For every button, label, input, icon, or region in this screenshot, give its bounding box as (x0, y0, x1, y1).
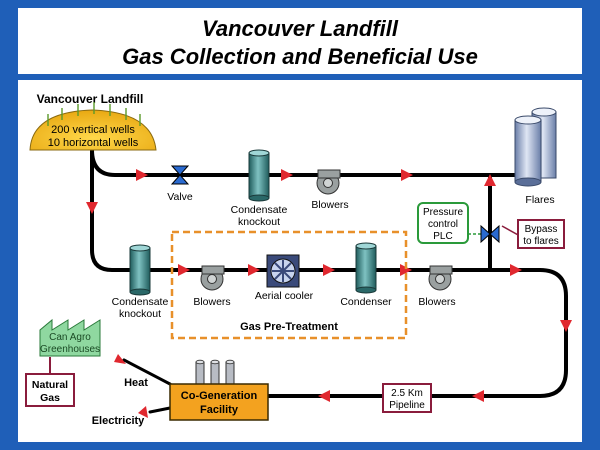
flow-arrow (281, 169, 293, 181)
electricity-label: Electricity (92, 415, 145, 427)
landfill-vertical-wells: 200 vertical wells (51, 124, 135, 136)
natural-gas-label-2: Gas (40, 392, 60, 404)
flow-arrows (86, 169, 572, 418)
condensate-knockout-label-bottom-1: Condensate (112, 296, 169, 308)
gas-pretreatment-box (170, 230, 408, 340)
heat-label: Heat (124, 377, 148, 389)
pressure-control-label-1: Pressure (423, 207, 463, 218)
blower-icon-after (428, 265, 453, 291)
pipeline-label-1: 2.5 Km (391, 388, 423, 399)
title-banner: Vancouver Landfill Gas Collection and Be… (18, 8, 582, 74)
gas-pretreatment-label: Gas Pre-Treatment (240, 321, 338, 333)
pipe-heat (122, 358, 172, 386)
blower-icon-pretreatment (200, 265, 225, 291)
valve-icon (170, 165, 190, 185)
flow-arrow (484, 174, 496, 186)
flow-arrow (138, 406, 148, 418)
flow-arrow (510, 264, 522, 276)
pipeline-box (382, 383, 432, 413)
pipe-landfill-trunk (90, 138, 492, 272)
aerial-cooler-icon (266, 254, 300, 288)
natural-gas-box (25, 373, 75, 407)
flow-arrow (401, 169, 413, 181)
pipe-electricity (148, 406, 172, 414)
flow-arrow (248, 264, 260, 276)
blowers-label-top: Blowers (311, 199, 348, 211)
flow-arrow (136, 169, 148, 181)
flow-arrow (323, 264, 335, 276)
pipe-network (90, 138, 568, 414)
condensate-knockout-tank-top (248, 149, 270, 202)
flow-arrow (472, 390, 484, 402)
condenser-label: Condenser (340, 296, 392, 308)
flow-arrow (178, 264, 190, 276)
condenser-tank (355, 242, 377, 294)
pressure-control-box (417, 202, 469, 244)
cogeneration-box (169, 383, 269, 421)
pressure-control-label-3: PLC (433, 231, 452, 242)
flow-arrow (114, 354, 126, 364)
valve-label: Valve (167, 191, 193, 203)
bypass-valve-icon (480, 224, 500, 244)
condensate-knockout-tank-bottom (129, 244, 151, 296)
greenhouse-icon (39, 318, 101, 357)
flow-arrow (400, 264, 412, 276)
blowers-label-pretreatment: Blowers (193, 296, 230, 308)
pipe-to-pipeline (266, 268, 568, 398)
natural-gas-label-1: Natural (32, 379, 68, 391)
cogeneration-label-1: Co-Generation (181, 390, 258, 402)
condensate-knockout-label-top-2: knockout (238, 216, 280, 228)
title-line-2: Gas Collection and Beneficial Use (122, 44, 478, 69)
cogeneration-stacks (195, 359, 235, 385)
greenhouse-label-1: Can Agro (49, 332, 91, 343)
flow-arrow (560, 320, 572, 332)
flow-arrow (86, 202, 98, 214)
bypass-box (517, 219, 565, 249)
bypass-label-1: Bypass (525, 224, 558, 235)
flares-icon (514, 107, 557, 187)
pressure-control-label-2: control (428, 219, 458, 230)
flares-label: Flares (525, 194, 554, 206)
bypass-label-2: to flares (523, 236, 559, 247)
greenhouse-label-2: Greenhouses (40, 344, 100, 355)
condensate-knockout-label-bottom-2: knockout (119, 308, 161, 320)
landfill-title: Vancouver Landfill (37, 92, 144, 106)
aerial-cooler-label: Aerial cooler (255, 290, 314, 302)
pipeline-label-2: Pipeline (389, 400, 425, 411)
blowers-label-after: Blowers (418, 296, 455, 308)
landfill-horizontal-wells: 10 horizontal wells (48, 137, 139, 149)
flow-arrow (318, 390, 330, 402)
cogeneration-label-2: Facility (200, 404, 239, 416)
title-line-1: Vancouver Landfill (201, 16, 398, 41)
condensate-knockout-label-top-1: Condensate (231, 204, 288, 216)
blower-icon-top (316, 169, 341, 195)
landfill-wells (47, 102, 141, 126)
pipe-top-to-flares (90, 148, 528, 177)
